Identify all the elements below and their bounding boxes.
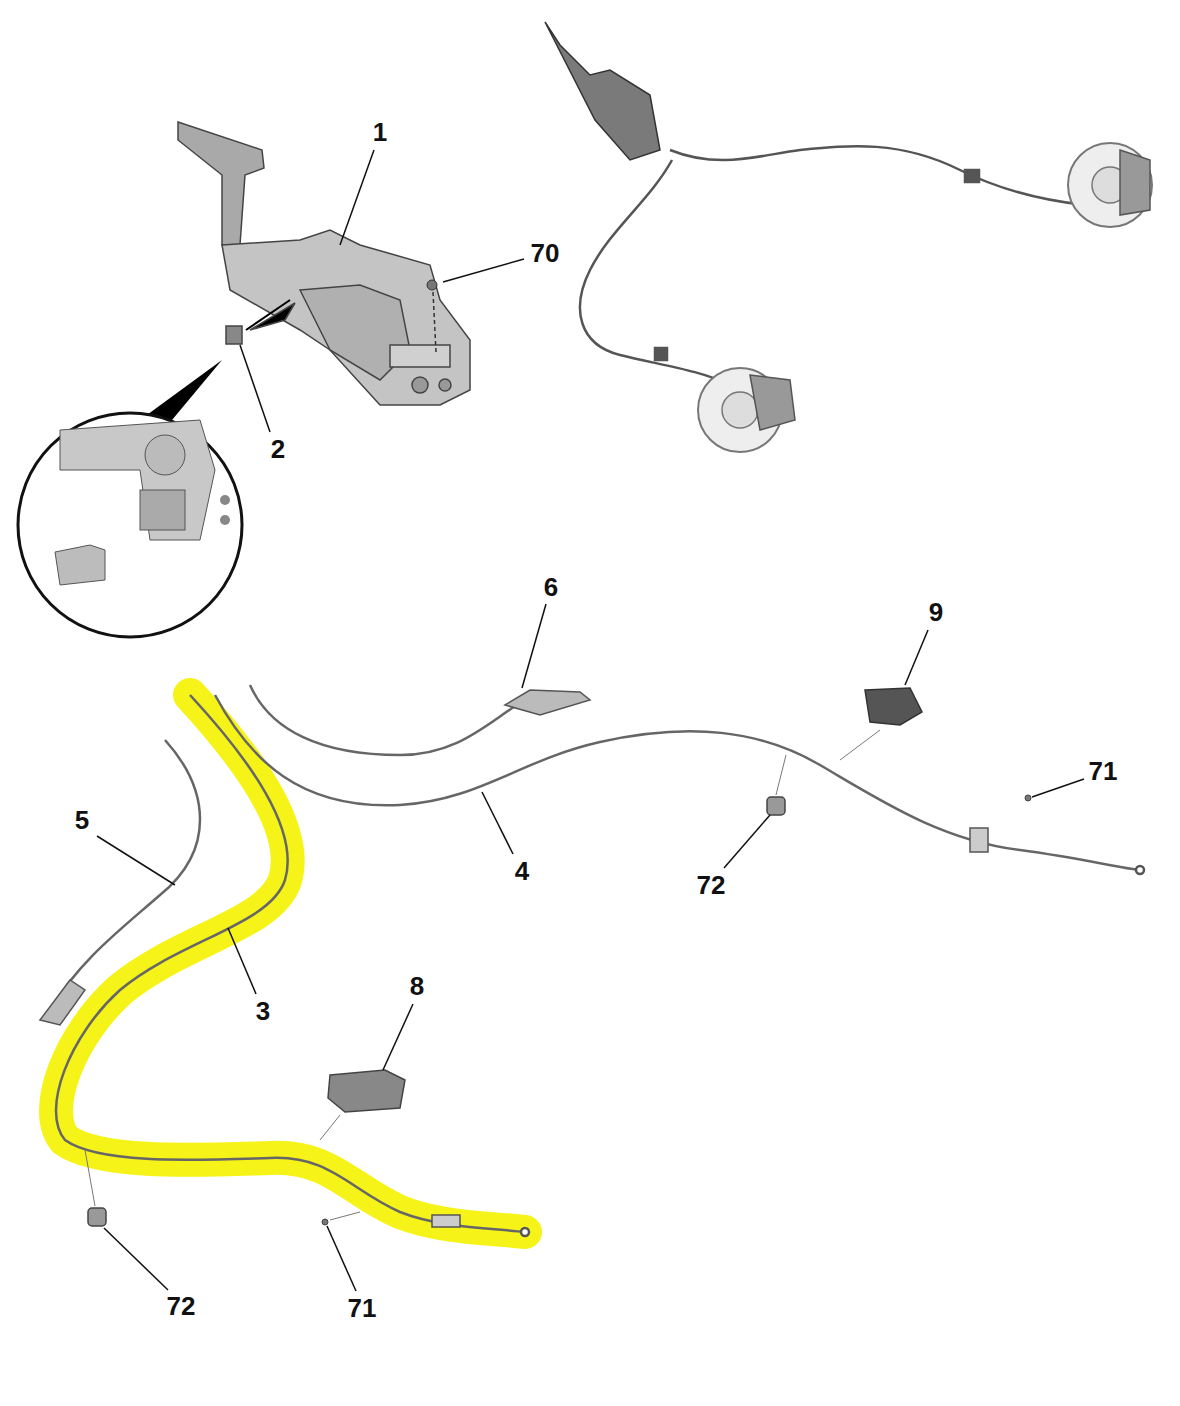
- callout-number: 72: [165, 1292, 198, 1320]
- callout-number: 71: [346, 1294, 379, 1322]
- callout-number: 71: [1087, 757, 1120, 785]
- callout-number: 2: [269, 435, 287, 463]
- callout-number: 9: [927, 598, 945, 626]
- callout-number: 4: [513, 857, 531, 885]
- callout-number: 1: [371, 118, 389, 146]
- callout-number: 6: [542, 573, 560, 601]
- overview: [545, 22, 1152, 452]
- callout-number: 5: [73, 806, 91, 834]
- screw: [427, 280, 437, 352]
- highlight: [56, 695, 525, 1232]
- leader-lines: [97, 150, 1084, 1291]
- callout-number: 3: [254, 997, 272, 1025]
- callout-number: 8: [408, 972, 426, 1000]
- lever-assembly: [178, 122, 470, 405]
- callout-number: 72: [695, 871, 728, 899]
- cables: [40, 685, 1144, 1236]
- callout-number: 70: [529, 239, 562, 267]
- detail-inset: [18, 360, 242, 637]
